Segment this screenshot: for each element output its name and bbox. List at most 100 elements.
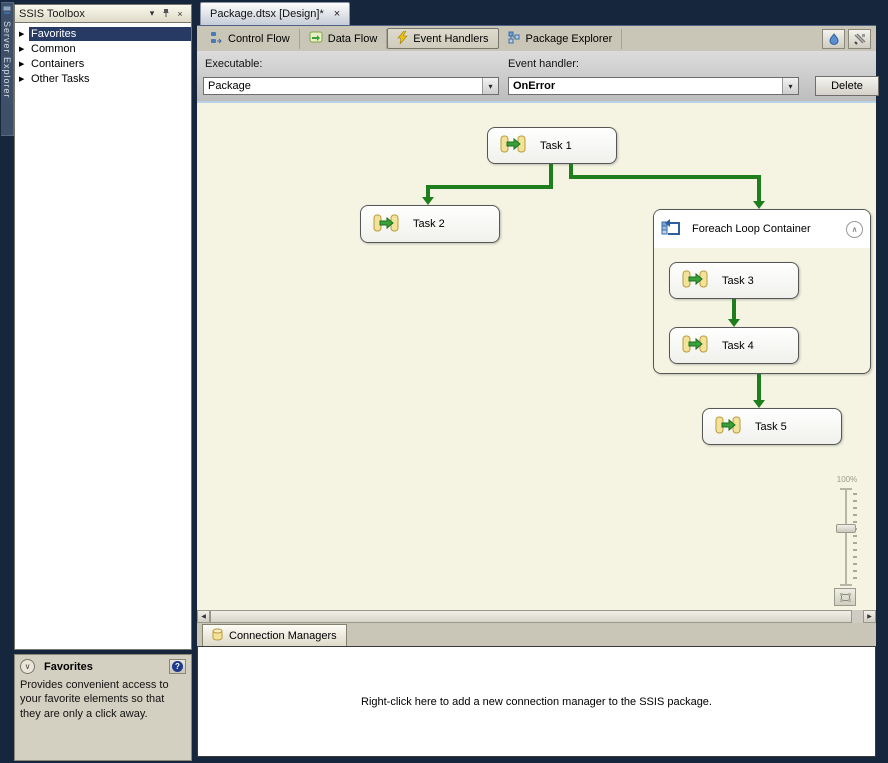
- connector-task1-container[interactable]: [569, 175, 761, 179]
- zoom-slider-handle[interactable]: [836, 524, 856, 533]
- horizontal-scrollbar[interactable]: ◀ ▶: [197, 610, 876, 623]
- connector-task1-task2[interactable]: [426, 185, 553, 189]
- arrowhead-icon: [753, 400, 765, 408]
- tools-icon: [853, 33, 865, 45]
- task-node-task3[interactable]: Task 3: [669, 262, 799, 299]
- droplet-icon: [828, 33, 839, 45]
- task-node-task5[interactable]: Task 5: [702, 408, 842, 445]
- help-button[interactable]: ?: [169, 659, 186, 674]
- connector-task1-container[interactable]: [757, 175, 761, 201]
- scroll-right-icon[interactable]: ▶: [863, 610, 876, 623]
- expander-icon[interactable]: ▶: [19, 30, 25, 38]
- close-icon[interactable]: ×: [177, 8, 183, 19]
- container-label: Foreach Loop Container: [692, 223, 811, 235]
- connector-task3-task4[interactable]: [732, 299, 736, 319]
- arrowhead-icon: [728, 319, 740, 327]
- tab-control-flow[interactable]: Control Flow: [201, 28, 300, 49]
- slider-top-cap: [840, 488, 852, 490]
- task-node-task2[interactable]: Task 2: [360, 205, 500, 243]
- connection-managers-tab-strip: Connection Managers: [197, 623, 876, 646]
- task-label: Task 1: [540, 139, 572, 152]
- ssis-toolbox-titlebar[interactable]: SSIS Toolbox ▾ ×: [14, 4, 192, 23]
- connection-managers-panel[interactable]: Right-click here to add a new connection…: [197, 646, 876, 757]
- scrollbar-thumb[interactable]: [210, 610, 852, 623]
- server-explorer-tab[interactable]: Server Explorer: [1, 2, 14, 136]
- event-handler-toolbar: Executable: Package ▾ Event handler: OnE…: [197, 51, 879, 101]
- toolbox-item-favorites[interactable]: ▶ Favorites: [15, 26, 191, 41]
- tab-label: Connection Managers: [229, 629, 337, 642]
- zoom-control: 100%: [829, 475, 865, 609]
- pin-icon[interactable]: [159, 8, 173, 20]
- collapse-chevron-icon[interactable]: ∧: [846, 220, 863, 238]
- variables-button[interactable]: [822, 29, 845, 49]
- tools-button[interactable]: [848, 29, 871, 49]
- favorites-description-panel: ∨ Favorites ? Provides convenient access…: [14, 654, 192, 761]
- zoom-slider-ticks: [853, 493, 857, 581]
- control-flow-icon: [210, 31, 223, 47]
- slider-bottom-cap: [840, 584, 852, 586]
- executable-dropdown[interactable]: Package ▾: [203, 77, 499, 95]
- tab-label: Package Explorer: [525, 32, 613, 45]
- toolbox-item-other-tasks[interactable]: ▶ Other Tasks: [15, 71, 191, 86]
- server-explorer-icon: [2, 5, 12, 18]
- ssis-toolbox-title: SSIS Toolbox: [19, 7, 85, 20]
- expander-icon[interactable]: ▶: [19, 75, 25, 83]
- connection-managers-hint: Right-click here to add a new connection…: [361, 695, 712, 708]
- foreach-loop-icon: [661, 217, 683, 242]
- tab-data-flow[interactable]: Data Flow: [300, 28, 388, 49]
- toolbox-item-label: Common: [31, 42, 76, 55]
- task-label: Task 3: [722, 274, 754, 287]
- description-title: Favorites: [44, 660, 93, 673]
- arrowhead-icon: [422, 197, 434, 205]
- data-flow-task-icon: [715, 415, 741, 438]
- document-tab[interactable]: Package.dtsx [Design]* ×: [200, 2, 351, 25]
- data-flow-task-icon: [682, 269, 708, 292]
- delete-button[interactable]: Delete: [815, 76, 879, 96]
- chevron-down-icon[interactable]: ▾: [782, 78, 798, 94]
- task-label: Task 4: [722, 339, 754, 352]
- tab-event-handlers[interactable]: Event Handlers: [387, 28, 499, 49]
- connector-task1-container[interactable]: [569, 164, 573, 179]
- zoom-slider-track[interactable]: [845, 490, 847, 584]
- foreach-loop-container[interactable]: Foreach Loop Container ∧ Task 3 Task 4: [653, 209, 871, 374]
- chevron-down-icon[interactable]: ▾: [482, 78, 498, 94]
- event-handler-value: OnError: [513, 80, 556, 92]
- close-icon[interactable]: ×: [333, 8, 341, 20]
- design-surface[interactable]: Task 1 Task 2 Foreach Loop Container ∧: [197, 101, 876, 610]
- executable-value: Package: [208, 80, 251, 92]
- task-node-task4[interactable]: Task 4: [669, 327, 799, 364]
- collapse-chevron-icon[interactable]: ∨: [20, 659, 35, 674]
- event-handler-label: Event handler:: [508, 58, 579, 70]
- expander-icon[interactable]: ▶: [19, 45, 25, 53]
- connector-container-task5[interactable]: [757, 374, 761, 400]
- window-position-icon[interactable]: ▾: [149, 8, 155, 18]
- event-handler-dropdown[interactable]: OnError ▾: [508, 77, 799, 95]
- toolbox-item-label: Other Tasks: [31, 72, 90, 85]
- task-label: Task 5: [755, 420, 787, 433]
- toolbox-item-containers[interactable]: ▶ Containers: [15, 56, 191, 71]
- zoom-to-fit-button[interactable]: [834, 588, 856, 606]
- executable-label: Executable:: [205, 58, 263, 70]
- tab-package-explorer[interactable]: Package Explorer: [499, 28, 623, 49]
- event-handlers-icon: [397, 30, 408, 47]
- tab-connection-managers[interactable]: Connection Managers: [202, 624, 347, 646]
- expander-icon[interactable]: ▶: [19, 60, 25, 68]
- data-flow-task-icon: [682, 334, 708, 357]
- help-icon: ?: [172, 661, 183, 672]
- data-flow-icon: [309, 31, 323, 46]
- tab-label: Data Flow: [327, 32, 378, 45]
- task-node-task1[interactable]: Task 1: [487, 127, 617, 164]
- connector-task1-task2[interactable]: [549, 164, 553, 187]
- tab-label: Control Flow: [228, 32, 290, 45]
- tab-label: Event Handlers: [413, 32, 489, 45]
- document-tab-title: Package.dtsx [Design]*: [210, 8, 324, 20]
- server-explorer-label: Server Explorer: [2, 21, 12, 99]
- ssis-toolbox-list: ▶ Favorites ▶ Common ▶ Containers ▶ Othe…: [14, 23, 192, 650]
- scroll-left-icon[interactable]: ◀: [197, 610, 210, 623]
- toolbox-item-common[interactable]: ▶ Common: [15, 41, 191, 56]
- connector-task1-task2[interactable]: [426, 185, 430, 197]
- task-label: Task 2: [413, 218, 445, 230]
- container-header[interactable]: Foreach Loop Container ∧: [654, 210, 870, 248]
- data-flow-task-icon: [500, 134, 526, 157]
- package-explorer-icon: [508, 31, 521, 47]
